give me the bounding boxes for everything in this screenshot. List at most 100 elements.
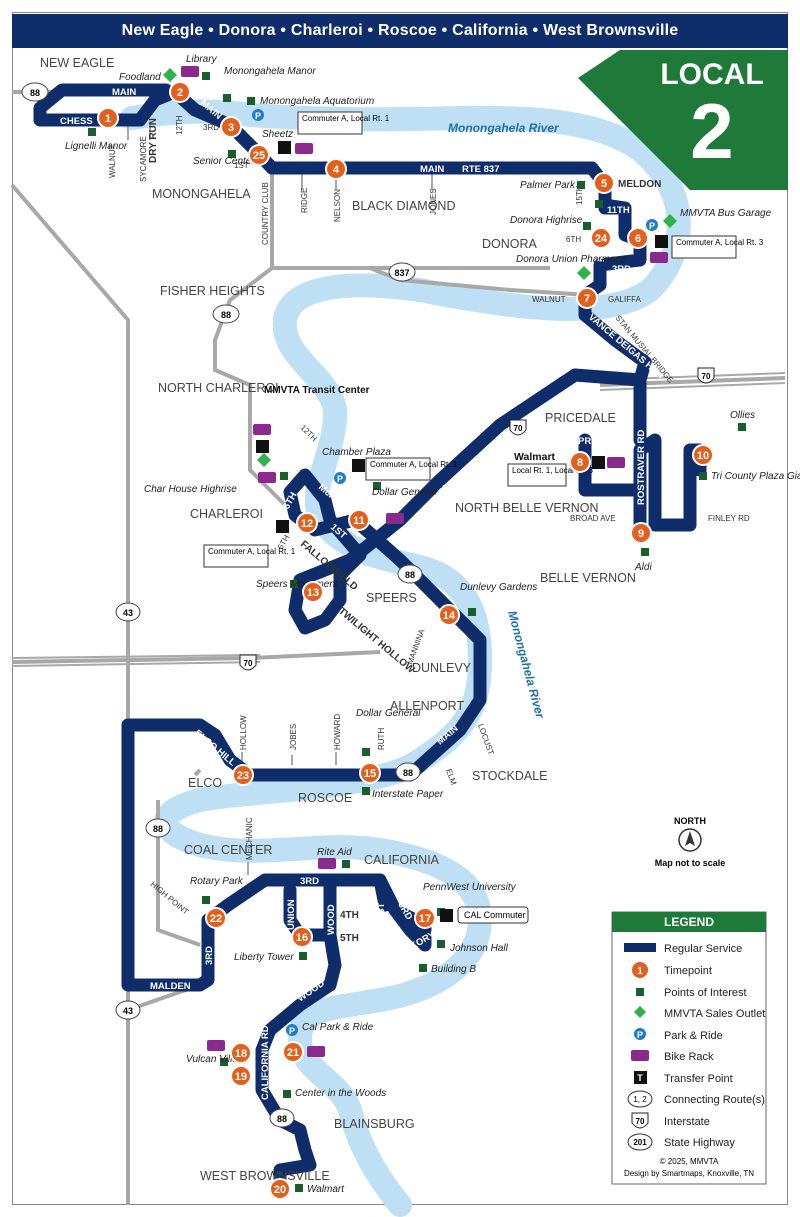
street-label: WALNUT	[108, 144, 117, 178]
poi-label: Walmart	[307, 1184, 345, 1195]
street-label: 1ST	[234, 161, 249, 170]
timepoint: 19	[230, 1065, 252, 1087]
timepoint-number: 1	[105, 113, 111, 125]
legend-sample: 201	[633, 1138, 647, 1147]
poi-label: Aldi	[634, 562, 652, 573]
poi-label: Liberty Tower	[234, 952, 294, 963]
highway-number: 88	[403, 768, 413, 778]
svg-text:P: P	[649, 221, 655, 231]
timepoint: 11	[348, 509, 370, 531]
timepoint-number: 4	[333, 164, 340, 176]
transfer-box-text: Commuter A, Local Rt. 1	[370, 460, 458, 469]
poi-labels: Foodland Library Monongahela Manor Monon…	[65, 54, 800, 1195]
road-label: 3RD	[612, 264, 631, 275]
poi-label: Donora Union Pharmacy	[516, 254, 626, 265]
highway-shield: 88	[212, 304, 240, 324]
river-label: Monongahela River	[448, 121, 560, 135]
highway-number: 88	[30, 88, 40, 98]
transfer-point-icon	[634, 1071, 647, 1084]
north-arrow: NORTH Map not to scale	[655, 816, 726, 868]
road-label: EAST	[376, 902, 387, 928]
legend-title: LEGEND	[664, 915, 714, 929]
poi-label: Char House Highrise	[144, 484, 237, 495]
poi-label: Senior Center	[193, 156, 255, 167]
timepoint-number: 23	[237, 770, 249, 782]
timepoint: 25	[248, 144, 270, 166]
interstate-number: 70	[244, 659, 253, 668]
street-label: HIGH POINT	[149, 880, 191, 917]
timepoint: 4	[325, 158, 347, 180]
highway-shield: 837	[388, 262, 416, 282]
street-label: 15TH	[575, 185, 584, 205]
timepoint: 9	[630, 522, 652, 544]
poi-label: Speers Monument	[256, 579, 339, 590]
street-label: HOWARD	[333, 714, 342, 750]
road-label: 3RD	[204, 946, 215, 965]
timepoint-number: 3	[228, 122, 234, 134]
poi-label: Building B	[431, 964, 476, 975]
transfer-box-text: Commuter A, Local Rt. 3	[676, 238, 764, 247]
poi-label: Rite Aid	[317, 847, 352, 858]
street-label: JONES	[429, 188, 438, 215]
legend-item: Park & Ride	[664, 1030, 723, 1042]
road-label: 5TH	[340, 933, 359, 944]
timepoint-number: 14	[443, 610, 456, 622]
street-label: COUNTRY CLUB	[261, 182, 270, 245]
legend-item: Transfer Point	[664, 1073, 733, 1085]
street-label: JOBES	[289, 724, 298, 750]
interstate-number: 70	[702, 372, 711, 381]
timepoint-number: 25	[253, 150, 265, 162]
highway-shield: 88	[21, 82, 49, 102]
street-label: 6TH	[566, 235, 581, 244]
poi-label: Monongahela Manor	[224, 66, 316, 77]
street-label: SYCAMORE	[139, 136, 148, 182]
park-ride-icon	[634, 1028, 646, 1040]
river-label: Monongahela River	[505, 609, 548, 721]
road-label: 4TH	[340, 910, 359, 921]
interstate-shield: 70	[239, 654, 257, 671]
road-label: CHESS	[60, 116, 93, 127]
svg-text:T: T	[637, 1073, 643, 1083]
highway-number: 88	[277, 1114, 287, 1124]
poi-label: Cal Park & Ride	[302, 1022, 374, 1033]
poi-label: Tri County Plaza Giant Eagle	[711, 471, 800, 482]
place-label: ALLENPORT	[390, 699, 464, 713]
highway-shields: 88 837 88 43 43 88 88 88 88 70 70 70	[21, 82, 715, 1128]
poi-label: Chamber Plaza	[322, 447, 391, 458]
street-label: ELM	[444, 768, 458, 787]
street-label: LOCUST	[476, 723, 496, 757]
street-label: HOLLOW	[239, 715, 248, 750]
road-label: MELDON	[618, 179, 661, 190]
legend-item: State Highway	[664, 1137, 735, 1149]
timepoint: 14	[438, 604, 460, 626]
place-label: DUNLEVY	[412, 661, 472, 675]
place-label: SPEERS	[366, 591, 417, 605]
transfer-box-text: CAL Commuter	[464, 910, 526, 920]
place-label: NORTH CHARLEROI	[158, 381, 279, 395]
highway-shield: 43	[115, 602, 141, 622]
poi-label: Dollar General	[356, 708, 421, 719]
legend: LEGEND Regular Service 1 Timepoint Point…	[611, 911, 767, 1185]
highway-shield: 88	[269, 1108, 295, 1128]
highway-number: 88	[221, 310, 231, 320]
timepoint: 6	[627, 227, 649, 249]
poi-label: Dollar General	[372, 487, 437, 498]
timepoint-number: 22	[210, 913, 222, 925]
timepoint-number: 12	[301, 518, 313, 530]
svg-text:P: P	[289, 1026, 295, 1036]
route-badge: LOCAL 2	[578, 50, 788, 190]
street-label: FINLEY RD	[708, 514, 750, 523]
place-labels: NEW EAGLE MONONGAHELA BLACK DIAMOND DONO…	[40, 56, 636, 1183]
sales-outlet-markers	[163, 68, 677, 467]
sales-outlet-icon	[634, 1006, 646, 1018]
poi-label: Library	[186, 54, 218, 65]
bike-rack-icon	[631, 1050, 649, 1061]
poi-label: Palmer Park	[520, 180, 576, 191]
place-label: NEW EAGLE	[40, 56, 114, 70]
timepoint-icon	[632, 962, 648, 978]
timepoint-number: 2	[177, 87, 183, 99]
timepoint-number: 11	[353, 515, 365, 527]
legend-item: Connecting Route(s)	[664, 1094, 765, 1106]
legend-item: Regular Service	[664, 943, 742, 955]
